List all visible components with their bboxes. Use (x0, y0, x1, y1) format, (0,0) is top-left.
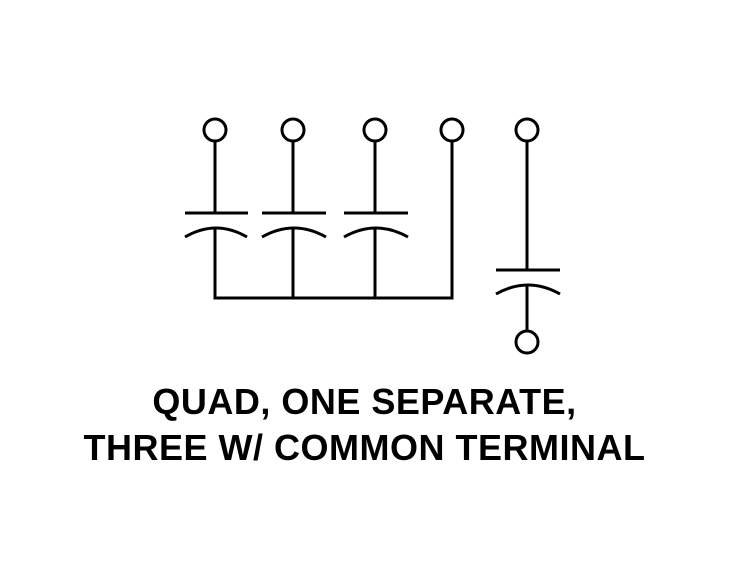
common-terminal (439, 117, 465, 298)
terminal-common[interactable] (439, 117, 465, 143)
terminal-3[interactable] (362, 117, 388, 143)
caption-line-1: QUAD, ONE SEPARATE, (152, 381, 577, 422)
common-capacitor-3 (343, 117, 409, 298)
common-capacitor-2 (261, 117, 327, 298)
terminal-separate-bottom[interactable] (514, 329, 540, 355)
terminal-1[interactable] (202, 117, 228, 143)
common-capacitor-1 (184, 117, 248, 298)
caption-line-2: THREE W/ COMMON TERMINAL (83, 427, 646, 468)
separate-capacitor (495, 117, 561, 355)
terminal-separate-top[interactable] (514, 117, 540, 143)
terminal-2[interactable] (280, 117, 306, 143)
